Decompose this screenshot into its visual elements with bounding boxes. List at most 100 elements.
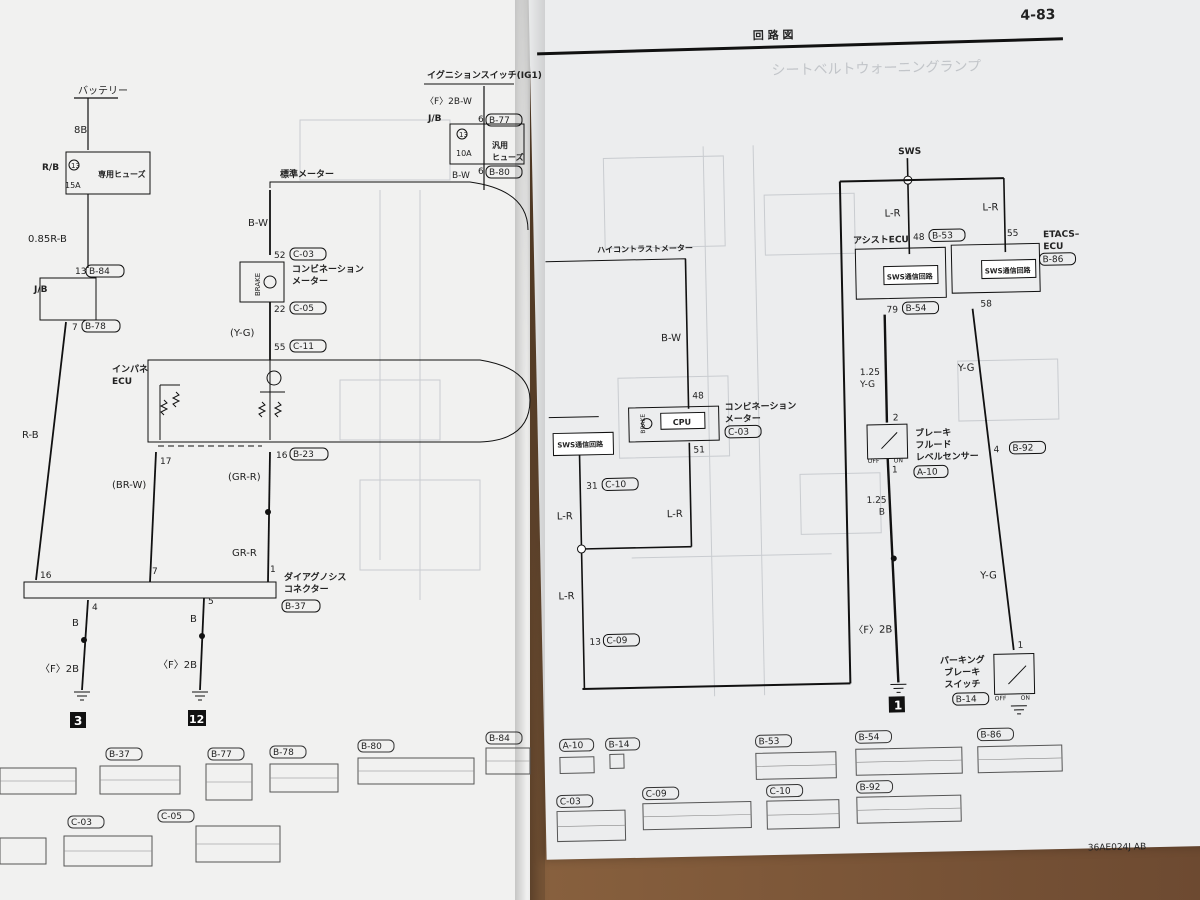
lr-label-3: L-R <box>557 511 573 522</box>
header-rule <box>537 37 1063 56</box>
fuse-13b-circle <box>456 128 468 140</box>
pin-48a: 48 <box>913 233 925 243</box>
pin-52: 52 <box>274 251 285 261</box>
fuse-13-circle <box>68 159 80 171</box>
diag-connector-label-1: ダイアグノシス <box>284 571 346 583</box>
ground-symbols-left <box>74 691 208 701</box>
wire-125yg-label-2: Y-G <box>859 380 875 390</box>
assist-sws-circuit <box>883 264 939 286</box>
fluid-off-label: OFF <box>868 458 880 465</box>
diag-pin-4: 4 <box>92 603 98 613</box>
grr-wire <box>267 451 271 583</box>
pic-c09-tag <box>642 786 680 801</box>
inpane-ecu-internals <box>159 360 285 440</box>
pic-c09-label: C-09 <box>646 789 667 799</box>
b-wire-label-2: B <box>190 614 197 625</box>
conn-c05-tag <box>289 301 327 315</box>
brake-fluid-label-3: レベルセンサー <box>916 451 979 463</box>
ign-pin-2: 6 <box>478 167 484 177</box>
conn-b37-text: B-37 <box>285 602 306 612</box>
pic-b77-label: B-77 <box>211 750 232 760</box>
pic-b14-label: B-14 <box>609 740 630 750</box>
hc-brake-lamp-icon <box>641 418 653 430</box>
pic-b37-label: B-37 <box>109 750 130 760</box>
sws-bus-left <box>838 181 852 684</box>
conn-b14-tag <box>952 692 990 706</box>
ref-box-3 <box>70 712 86 728</box>
jb-in-pin: 13 <box>75 267 86 277</box>
ground-label-1: 〈F〉2B <box>40 663 79 675</box>
etacs-sws-circuit <box>981 258 1037 280</box>
right-connector-pictures <box>556 744 1063 843</box>
hi-contrast-meter-label: ハイコントラストメーター <box>597 243 693 255</box>
conn-b80-tag <box>485 165 523 179</box>
conn-b92-text: B-92 <box>1012 444 1033 454</box>
sws-label: SWS <box>898 147 921 157</box>
ground-label-2: 〈F〉2B <box>158 659 197 671</box>
diag-pin-7: 7 <box>152 567 158 577</box>
lr-label-4: L-R <box>667 509 683 520</box>
ref-box-1 <box>888 696 905 713</box>
jb-out-pin: 7 <box>72 323 78 333</box>
inpane-ecu-label-1: インパネ <box>112 363 148 375</box>
pic-a10-tag <box>559 738 595 752</box>
bw-label-3: B-W <box>661 333 681 344</box>
dedicated-fuse-label: 専用ヒューズ <box>98 169 146 179</box>
hc-lr-wire <box>688 442 693 547</box>
assist-sws-circuit-label: SWS通信回路 <box>887 272 934 282</box>
conn-b37-tag <box>281 599 321 613</box>
conn-b23-text: B-23 <box>293 450 314 460</box>
pic-c05-label: C-05 <box>161 812 182 822</box>
pic-c05-tag <box>157 809 195 823</box>
yg-wire-label: (Y-G) <box>230 328 255 339</box>
pic-b54-tag <box>854 730 893 744</box>
etacs-yg-wire <box>971 308 1015 651</box>
left-connector-pictures <box>0 747 531 867</box>
pic-b37-tag <box>105 747 143 761</box>
cpu-box <box>660 411 706 430</box>
conn-a10-tag <box>913 464 949 479</box>
page-number: 4-83 <box>1020 7 1055 24</box>
pin-1: 1 <box>892 465 898 475</box>
ground-symbol-right <box>890 683 907 693</box>
sws-bus-top <box>839 177 1004 183</box>
combo-meter-box <box>239 261 285 303</box>
pic-b84-tag <box>485 731 523 745</box>
hc-combo-label-2: メーター <box>725 412 761 425</box>
general-fuse-label-2: ヒューズ <box>492 152 524 162</box>
wire-125yg-label-1: 1.25 <box>860 368 880 378</box>
pic-c03-tag <box>67 815 105 829</box>
pin-13: 13 <box>589 638 601 648</box>
jb2-label: J/B <box>427 114 442 124</box>
ground-splice-2 <box>199 633 205 639</box>
assist-lr-wire <box>907 184 911 255</box>
grr-wire-label: (GR-R) <box>228 472 261 483</box>
ref-1-label: 1 <box>894 698 903 712</box>
hc-combo-label-1: コンビネーション <box>724 399 796 413</box>
conn-b53-text: B-53 <box>932 231 953 241</box>
ignition-switch-label: イグニションスイッチ(IG1) <box>427 69 542 81</box>
parking-brake-label-1: パーキング <box>940 654 985 667</box>
left-sws-circuit <box>552 431 615 457</box>
conn-b23-tag <box>289 447 329 461</box>
hc-lr-link <box>581 545 692 550</box>
hc-combo-meter-box <box>628 405 720 443</box>
conn-b77-text: B-77 <box>489 116 510 126</box>
conn-b54-text: B-54 <box>905 304 926 314</box>
ign-pin: 6 <box>478 115 484 125</box>
pic-b53-label: B-53 <box>758 737 779 747</box>
conn-b78-tag <box>81 319 121 333</box>
conn-c03b-tag <box>724 424 762 439</box>
right-ghost-lines <box>602 145 1060 697</box>
pic-b54-label: B-54 <box>858 733 879 743</box>
fuse-13b-number: 13 <box>459 131 468 139</box>
brw-wire-label: (BR-W) <box>112 480 146 491</box>
pic-b92-label: B-92 <box>859 783 880 793</box>
pic-b84-label: B-84 <box>489 734 510 744</box>
brw-wire <box>149 451 157 583</box>
conn-b84-text: B-84 <box>89 267 110 277</box>
hc-bw-wire <box>684 258 690 409</box>
diag-connector-label-2: コネクター <box>284 583 329 595</box>
